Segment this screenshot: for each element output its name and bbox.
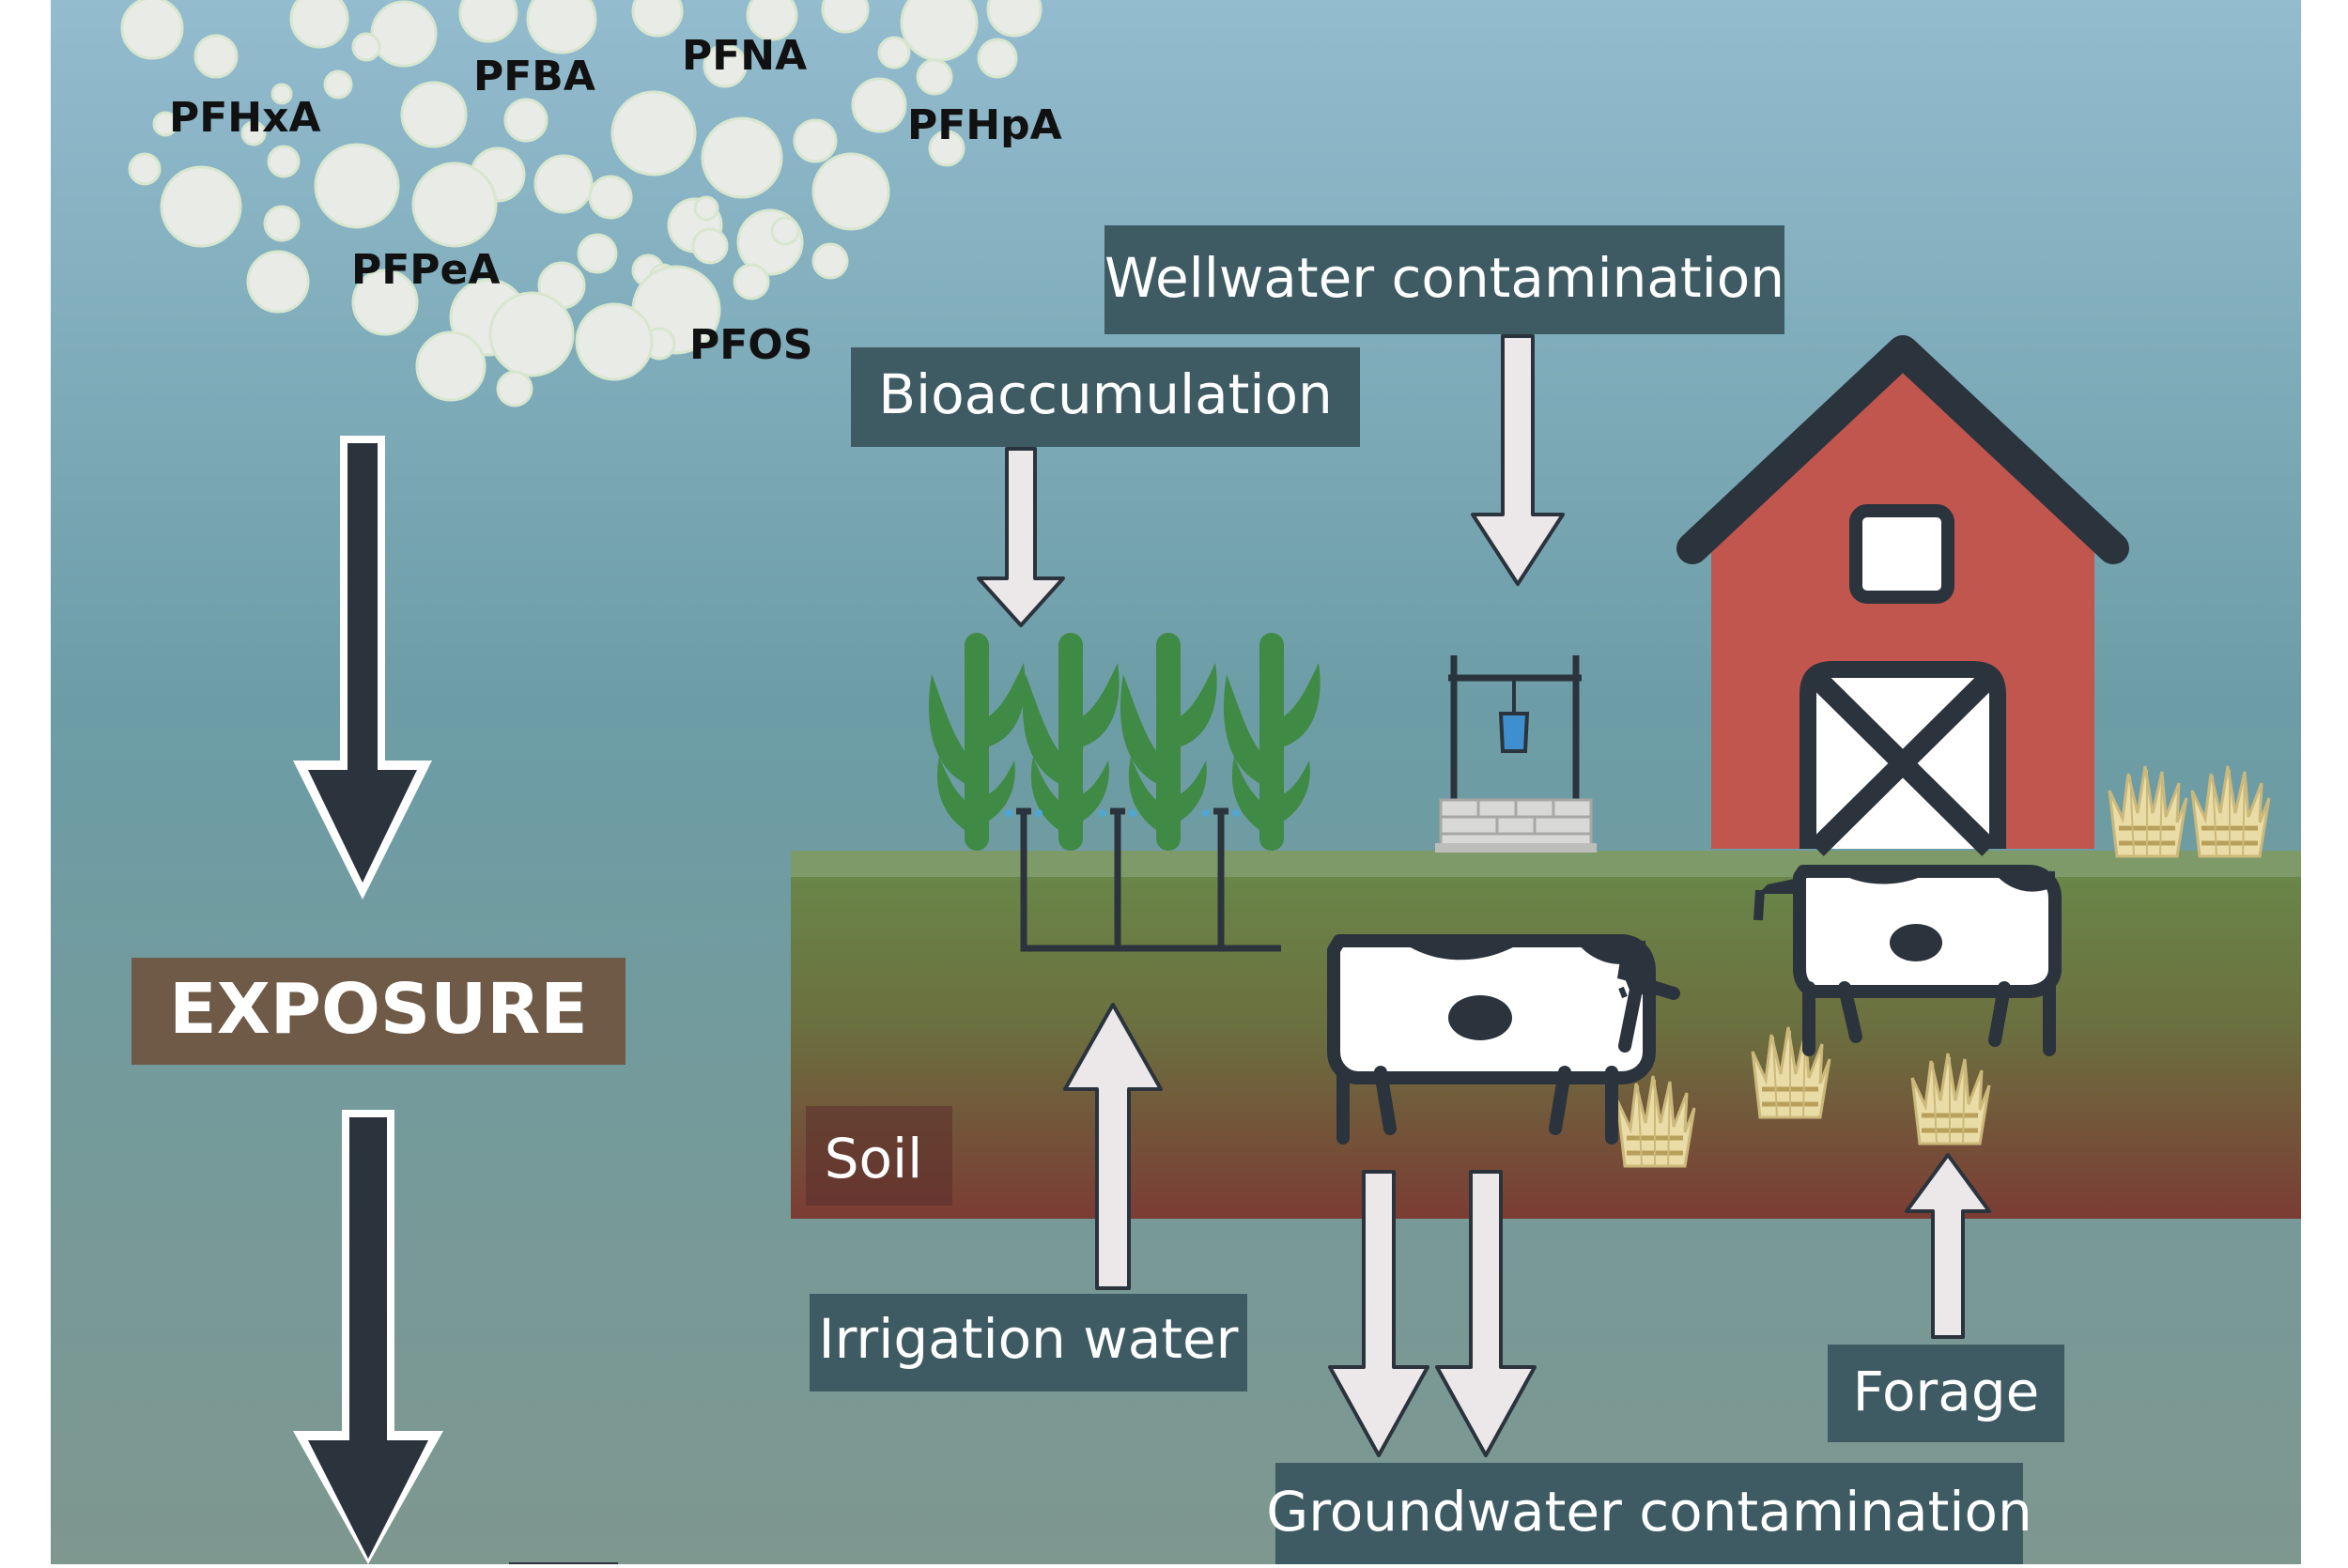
label-forage: Forage bbox=[1828, 1345, 2064, 1442]
svg-text:Irrigation water: Irrigation water bbox=[818, 1307, 1238, 1371]
cows bbox=[1334, 865, 2062, 1138]
irrigation-pipe-icon bbox=[1016, 807, 1281, 952]
particle-cloud bbox=[120, 0, 1043, 407]
irrigation-arrow bbox=[1063, 1003, 1163, 1290]
water-spray bbox=[1005, 809, 1240, 817]
groundwater-arrow-left bbox=[1328, 1170, 1429, 1457]
wellwater-arrow bbox=[1471, 334, 1565, 586]
groundwater-arrow-right bbox=[1435, 1170, 1537, 1457]
compound-pfos: PFOS bbox=[689, 321, 812, 369]
compound-pfpea: PFPeA bbox=[351, 246, 500, 294]
svg-text:Groundwater contamination: Groundwater contamination bbox=[1266, 1480, 2031, 1544]
label-irrigation: Irrigation water bbox=[810, 1294, 1247, 1391]
bioaccumulation-arrow bbox=[977, 447, 1065, 627]
label-wellwater: Wellwater contamination bbox=[1104, 225, 1784, 334]
compound-pfba: PFBA bbox=[473, 53, 595, 100]
compound-labels: PFHxA PFBA PFNA PFHpA PFPeA PFOS bbox=[169, 32, 1062, 369]
svg-text:Soil: Soil bbox=[825, 1127, 923, 1191]
barn-icon bbox=[1676, 335, 2129, 856]
svg-text:Forage: Forage bbox=[1853, 1360, 2040, 1423]
label-soil: Soil bbox=[806, 1106, 952, 1206]
label-bioaccumulation: Bioaccumulation bbox=[851, 347, 1360, 447]
compound-pfhxa: PFHxA bbox=[169, 94, 321, 142]
label-groundwater: Groundwater contamination bbox=[1266, 1463, 2032, 1564]
exposure-arrow-top bbox=[293, 436, 432, 899]
exposure-label: EXPOSURE bbox=[131, 958, 626, 1065]
compound-pfna: PFNA bbox=[682, 32, 807, 80]
compound-pfhpa: PFHpA bbox=[907, 101, 1062, 149]
svg-text:Wellwater contamination: Wellwater contamination bbox=[1104, 246, 1784, 310]
ground-surface bbox=[791, 851, 2301, 879]
svg-text:Bioaccumulation: Bioaccumulation bbox=[878, 362, 1332, 426]
forage-arrow bbox=[1905, 1153, 1991, 1339]
water-well-icon bbox=[1435, 655, 1597, 853]
exposure-text: EXPOSURE bbox=[169, 969, 588, 1050]
cow-icon bbox=[1334, 937, 1680, 1138]
exposure-arrow-bottom bbox=[293, 1110, 443, 1564]
cow-icon bbox=[1753, 865, 2062, 1056]
flow-arrows bbox=[977, 334, 1991, 1457]
